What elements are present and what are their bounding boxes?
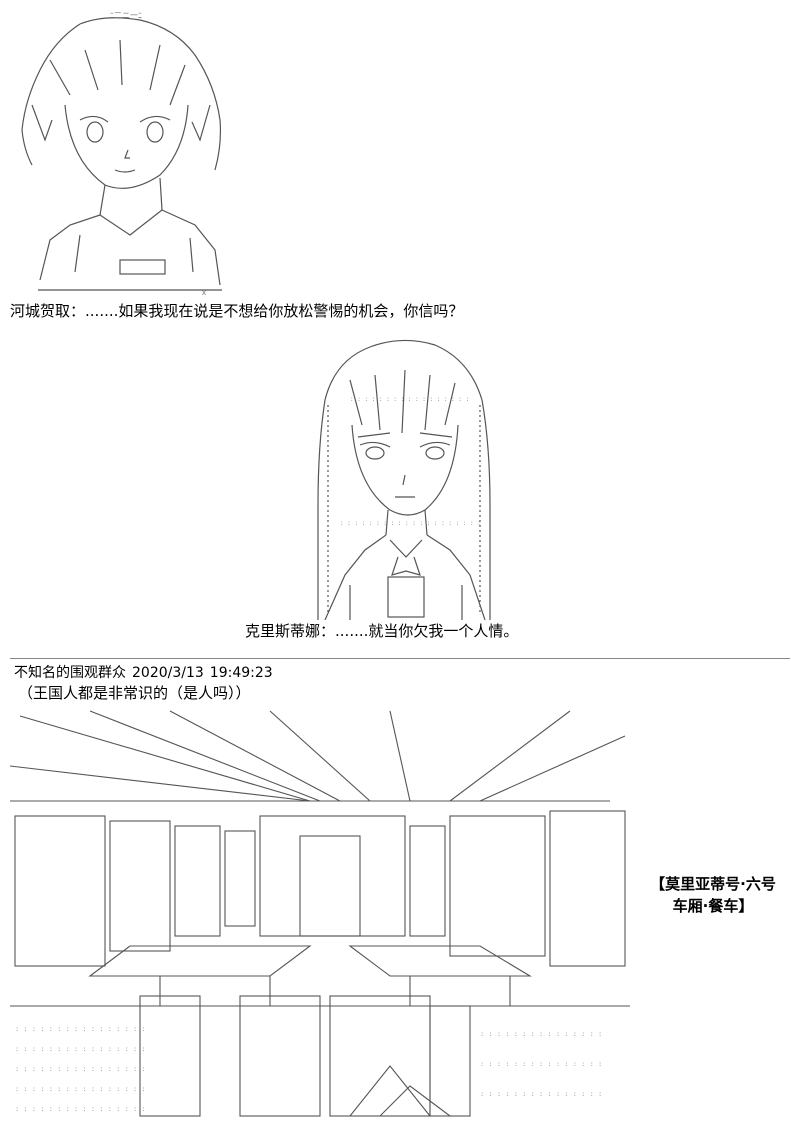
post-header: 不知名的围观群众 2020/3/13 19:49:23: [14, 662, 279, 682]
post-divider: [10, 658, 790, 659]
dialogue-separator: ：.......: [320, 622, 369, 640]
svg-text:: : : : : : : : : : : : : : :: : : : : : : : : : : : : : : : :: [15, 1065, 146, 1073]
speaker-name: 河城贺取: [10, 302, 71, 320]
svg-text:: : : : : : : : : : : : : : :: : : : : : : : : : : : : : : : :: [15, 1045, 146, 1053]
dialogue-kawashiro: 河城贺取：.......如果我现在说是不想给你放松警惕的机会，你信吗？: [10, 300, 463, 321]
dialogue-text: 就当你欠我一个人情。: [368, 622, 519, 640]
svg-text:: : : : : : : : : : : : : : :: : : : : : : : : : : : : : : :: [480, 1060, 602, 1068]
svg-text:: : : : : : : : : : : : : : :: : : : : : : : : : : : : : : : :: [15, 1085, 146, 1093]
dialogue-christina: 克里斯蒂娜：.......就当你欠我一个人情。: [245, 620, 518, 641]
dialogue-separator: ：.......: [70, 302, 119, 320]
scene-location-line-1: 【莫里亚蒂号·六号: [650, 875, 776, 893]
svg-text:: : : : : : : : : : : : : : :: : : : : : : : : : : : : : : : : : : : :: [340, 520, 481, 527]
post-time: 19:49:23: [209, 665, 273, 681]
svg-text:ｘ: ｘ: [200, 288, 208, 297]
dialogue-text: 如果我现在说是不想给你放松警惕的机会，你信吗？: [118, 302, 464, 320]
svg-text:: : : : : : : : : : : : : : :: : : : : : : : : : : : : : : : :: [15, 1025, 146, 1033]
dining-car-art: : : : : : : : : : : : : : : : : : : : : …: [10, 710, 630, 1117]
scene-location-label: 【莫里亚蒂号·六号 车厢·餐车】: [638, 873, 788, 917]
svg-text:: : : : : : : : : : : : : : :: : : : : : : : : : : : : : : : :: [15, 1105, 146, 1113]
svg-text:: : : : : : : : : : : : : : :: : : : : : : : : : : : : : : : : :: [350, 396, 469, 403]
speaker-name: 克里斯蒂娜: [245, 622, 321, 640]
post-subtitle: （王国人都是非常识的（是人吗））: [18, 684, 251, 702]
character-art-kawashiro: ﾆ二ニ一ﾆ ｘ: [21, 11, 222, 297]
scene-location-line-2: 车厢·餐车】: [672, 897, 754, 915]
svg-text:: : : : : : : : : : : : : : :: : : : : : : : : : : : : : : :: [480, 1030, 602, 1038]
svg-text:ﾆ二ニ一ﾆ: ﾆ二ニ一ﾆ: [110, 11, 142, 20]
svg-text:: : : : : : : : : : : : : : :: : : : : : : : : : : : : : : :: [480, 1090, 602, 1098]
character-art-christina: : : : : : : : : : : : : : : : : : : : : …: [317, 339, 491, 620]
post-date: 2020/3/13: [132, 665, 204, 681]
post-author[interactable]: 不知名的围观群众: [14, 665, 126, 681]
